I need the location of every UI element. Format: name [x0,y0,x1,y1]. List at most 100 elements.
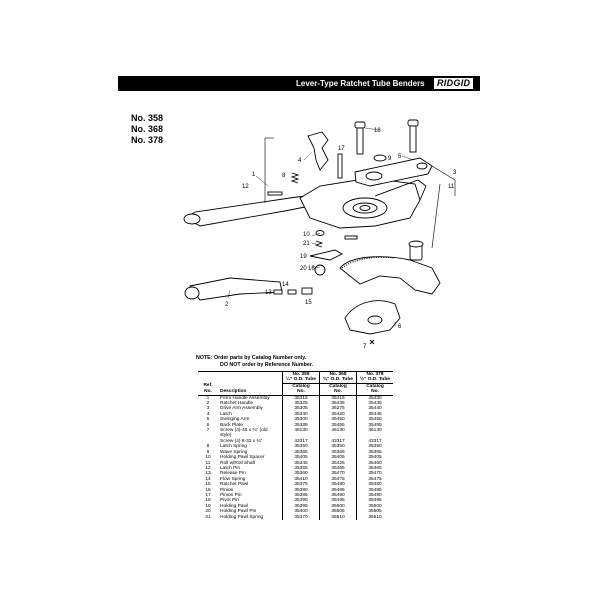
catalog-378-cell: 46130 [356,428,393,439]
ref-no-cell: 2 [206,401,210,407]
back-plate-part [344,300,401,335]
description-cell: Flow Spring [220,476,246,482]
catalog-368-cell: 36275 [319,406,357,412]
catalog-378-cell: 35490 [356,492,393,499]
catalog-358-cell: 35315 [282,395,320,402]
model-label-358: No. 358 [131,113,164,123]
description-head: Description [218,383,283,396]
catalog-358-cell: 35335 [282,422,320,429]
ref-no-cell: 7 [206,428,210,434]
catalog-358-cell: 35345 [282,460,320,466]
catalog-358-cell: 35395 [282,503,320,510]
callout-8: 8 [282,173,286,179]
callout-14: 14 [282,282,289,288]
catalog-358-cell: 35385 [282,492,320,499]
catalog-358-cell: 35410 [282,476,320,483]
description-cell: Screw (4)-40 x ¾" (old style) [220,428,268,439]
catalog-378-cell: 35505 [356,509,393,515]
catalog-378-cell: 35405 [356,455,393,461]
model-label-378: No. 378 [131,135,164,145]
ref-no-cell: 16 [205,487,211,493]
description-cell: Latch Pin [220,465,241,471]
catalog-358-cell: 46130 [282,428,320,439]
ref-no-cell: 15 [205,482,211,488]
ref-no-cell: 10 [205,455,211,461]
catalog-head-358: Catalog No. [282,383,320,396]
catalog-368-cell: 35470 [319,471,357,477]
callout-16: 16 [308,266,315,272]
model-label-368: No. 368 [131,124,164,134]
ref-no-cell: 8 [206,444,210,450]
description-cell: Drive Arm Assembly [220,406,263,412]
ref-no-cell: 17 [205,492,211,498]
catalog-378-cell: 35450 [356,417,393,423]
description-cell: Holding Pawl [220,503,248,509]
catalog-368-cell: 35495 [319,498,357,504]
ref-no-cell: 9 [206,449,210,455]
catalog-378-cell: 35480 [356,482,393,488]
ridgid-logo: RIDGID [434,78,474,89]
catalog-368-cell: 35465 [319,465,357,472]
ref-no-cell: 3 [206,406,210,412]
catalog-358-cell: 35300 [282,417,320,423]
drive-arm-assembly-part [339,256,441,295]
catalog-378-cell: 35470 [356,471,393,477]
ref-no-cell: 12 [205,465,211,471]
callout-18: 18 [374,128,381,134]
ref-no-cell: 6 [206,422,210,428]
description-cell: Latch [220,411,232,417]
catalog-368-cell: 35480 [319,482,357,488]
catalog-378-cell: 35475 [356,476,393,483]
catalog-368-cell: 43317 [319,438,357,445]
callout-9: 9 [388,156,392,162]
catalog-368-cell: 46130 [319,428,357,439]
catalog-368-cell: 35475 [319,476,357,483]
callout-20: 20 [300,266,307,272]
exploded-parts-diagram: 1 2 3 4 5 6 7 8 9 10 11 12 13 14 15 16 1… [183,119,457,350]
catalog-358-cell: 35360 [282,471,320,477]
callout-4: 4 [298,158,302,164]
catalog-368-cell: 35415 [319,395,357,402]
order-note-line2: DO NOT order by Reference Number. [220,361,314,368]
catalog-368-cell: 35365 [319,449,357,456]
catalog-358-cell: 35370 [282,514,320,520]
parts-table: No. 358 ¼" O.D. Tube No. 368 ⅜" O.D. Tub… [198,371,393,520]
callout-11: 11 [448,184,455,190]
callout-13: 13 [265,290,272,296]
catalog-head-378: Catalog No. [356,383,393,396]
swinging-arm-part [354,157,433,187]
description-cell: Ratchet Pawl [220,482,249,488]
callout-21: 21 [303,241,310,247]
catalog-378-cell: 35455 [356,422,393,429]
model-head-358: No. 358 ¼" O.D. Tube [282,371,320,384]
description-cell: Form Handle Assembly [220,395,270,401]
callout-7: 7 [363,344,367,350]
catalog-358-cell: 35350 [282,444,320,450]
catalog-378-cell: 35485 [356,487,393,493]
ratchet-handle-part [189,277,283,301]
callout-6: 6 [398,324,402,330]
catalog-378-cell: 35440 [356,406,393,412]
catalog-368-cell: 35505 [319,509,357,515]
catalog-358-cell: 35340 [282,411,320,418]
description-cell: Pinion Pin [220,492,242,498]
catalog-378-cell: 43317 [356,438,393,445]
description-cell: Holding Pawl Spacer [220,455,265,461]
catalog-378-cell: 35350 [356,444,393,450]
description-cell: Swinging Arm [220,417,250,423]
